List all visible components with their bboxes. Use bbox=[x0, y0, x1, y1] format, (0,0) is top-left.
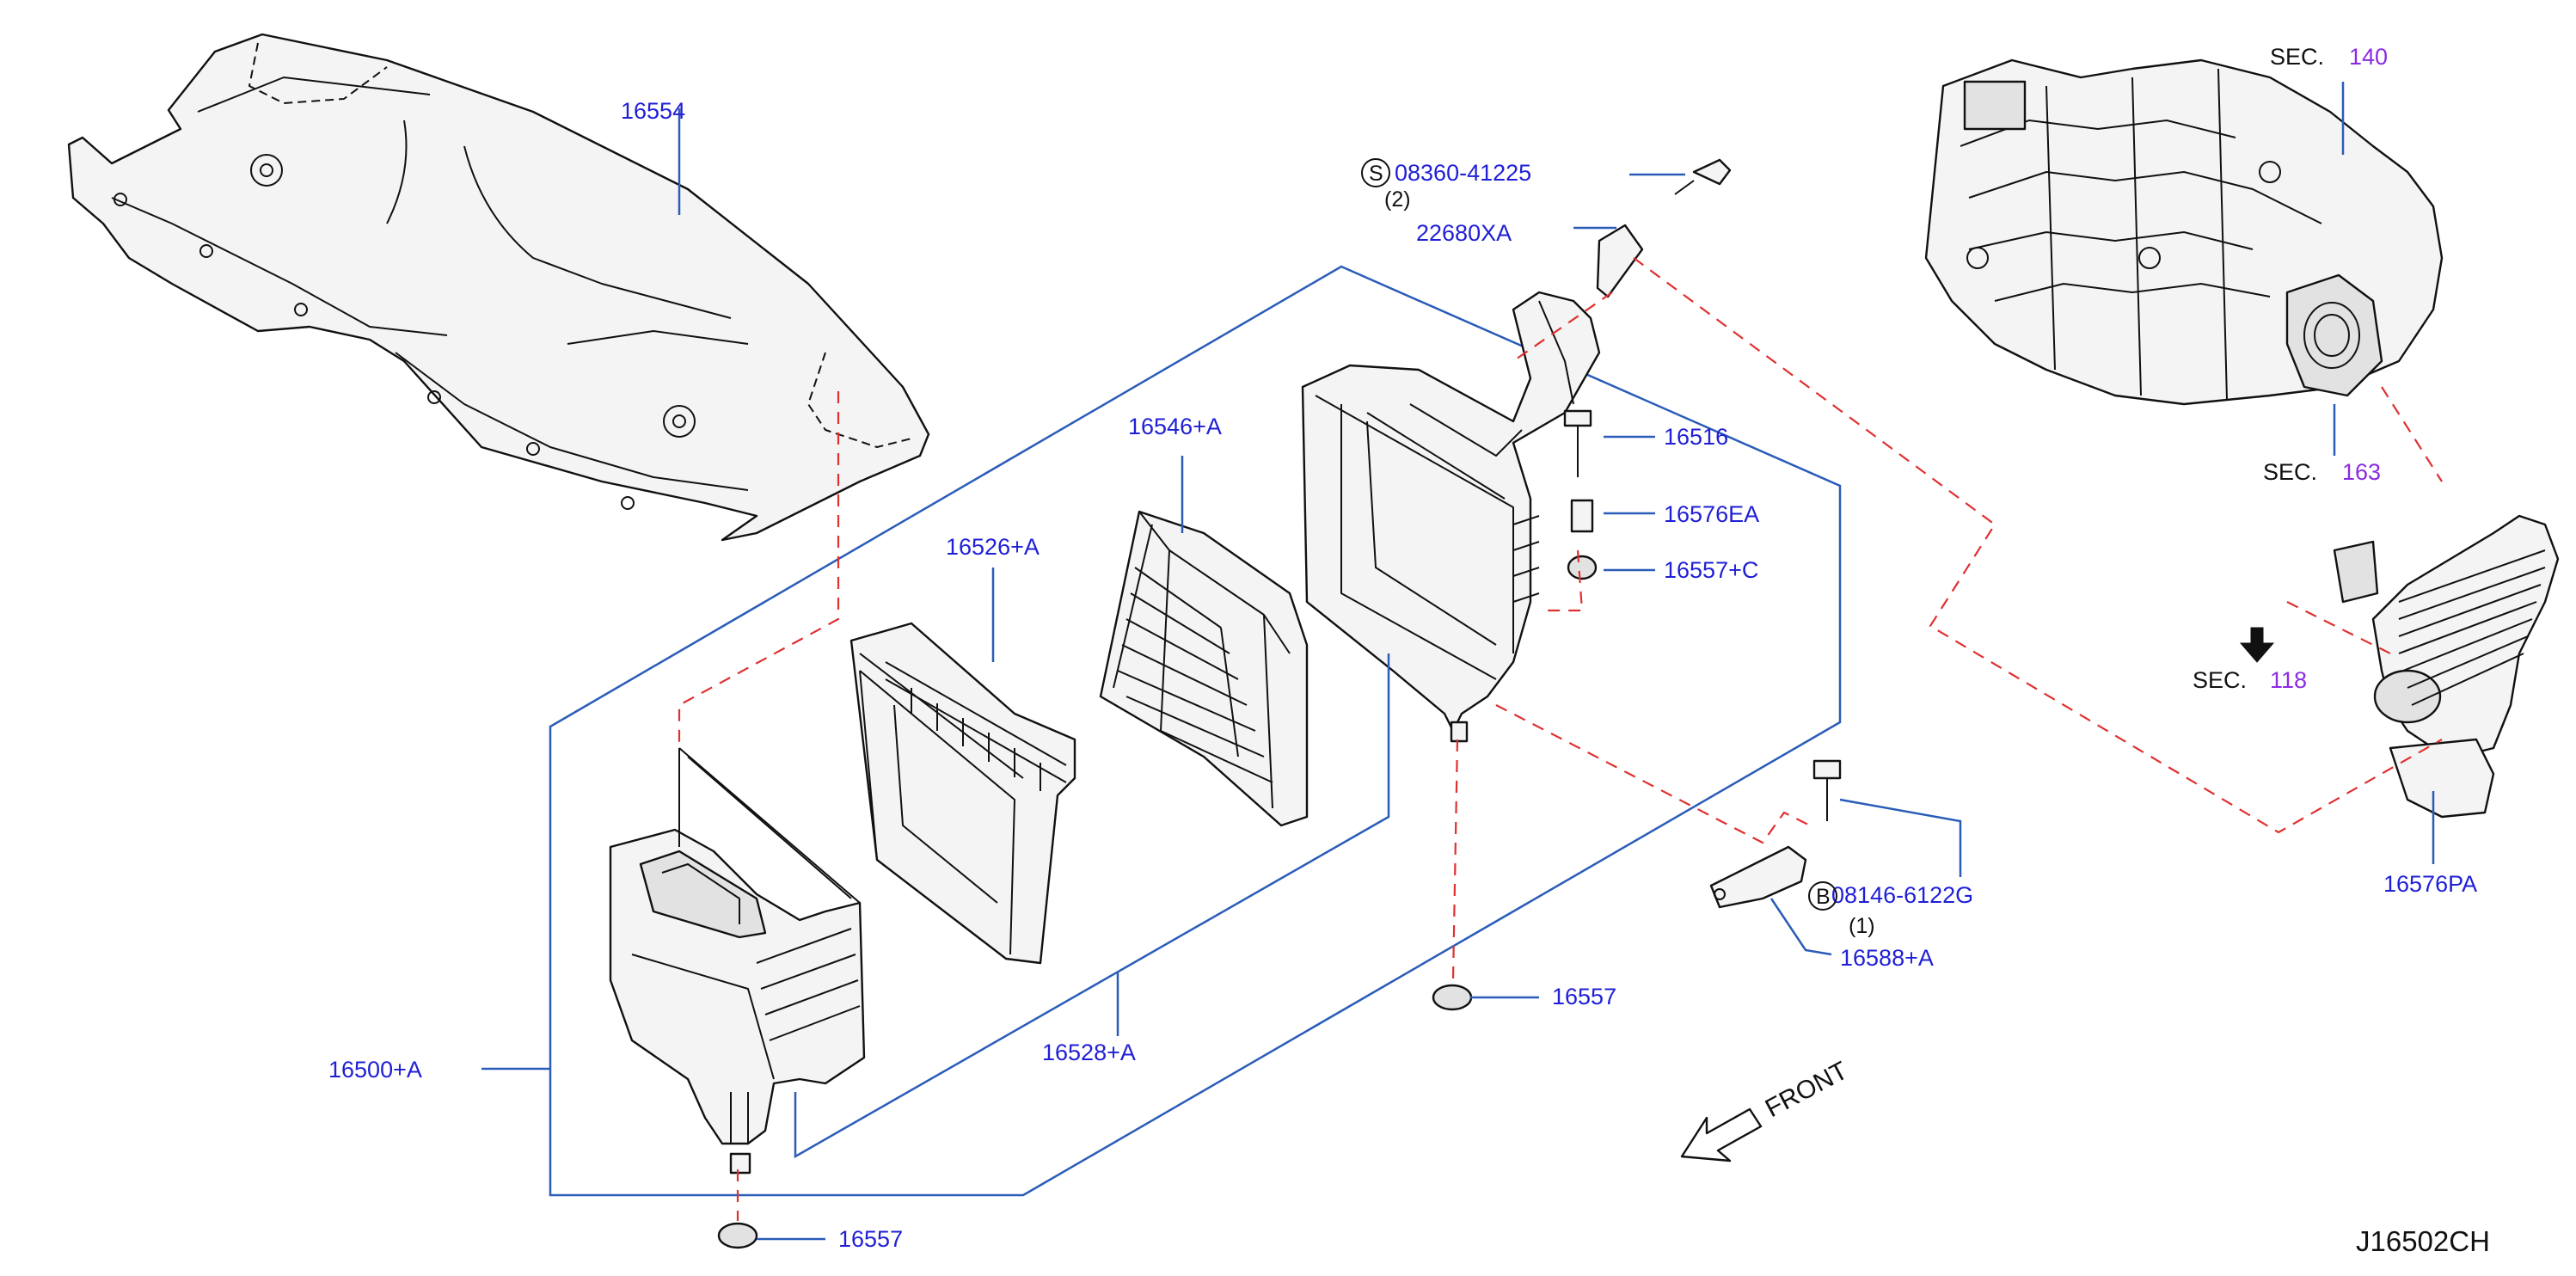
front-label: FRONT bbox=[1761, 1057, 1853, 1124]
label-16557-bottom[interactable]: 16557 bbox=[838, 1226, 903, 1252]
s-symbol-circle bbox=[1361, 158, 1390, 187]
label-16576ea[interactable]: 16576EA bbox=[1664, 501, 1759, 527]
leader-lines bbox=[481, 82, 2435, 1241]
air-cleaner-lower-case-drawing bbox=[609, 747, 866, 1175]
label-08146-6122g[interactable]: 08146-6122G bbox=[1831, 882, 1973, 908]
label-16557c[interactable]: 16557+C bbox=[1664, 557, 1758, 583]
sec-118-number[interactable]: 118 bbox=[2270, 667, 2307, 693]
sec-140-prefix: SEC. bbox=[2270, 44, 2324, 70]
sec-140-number[interactable]: 140 bbox=[2349, 44, 2388, 70]
air-cleaner-upper-body-drawing bbox=[1301, 291, 1601, 743]
b-symbol-letter: B bbox=[1816, 885, 1831, 909]
label-16557-mid[interactable]: 16557 bbox=[1552, 984, 1616, 1009]
label-16526a[interactable]: 16526+A bbox=[946, 534, 1040, 560]
hardware-drawings bbox=[717, 158, 1842, 1249]
front-arrow-icon bbox=[1680, 1107, 1763, 1163]
filter-element-drawing bbox=[1099, 510, 1309, 827]
b-symbol-circle bbox=[1808, 881, 1837, 911]
sec-163-number[interactable]: 163 bbox=[2342, 459, 2381, 485]
sec-118-prefix: SEC. bbox=[2193, 667, 2247, 693]
label-16576pa[interactable]: 16576PA bbox=[2383, 871, 2477, 897]
sec-163-prefix: SEC. bbox=[2263, 459, 2317, 485]
label-16500a[interactable]: 16500+A bbox=[328, 1057, 422, 1083]
label-16554[interactable]: 16554 bbox=[621, 98, 685, 124]
qty-08146: (1) bbox=[1849, 914, 1875, 938]
air-duct-cover-drawing bbox=[67, 33, 930, 542]
dashed-guide-lines bbox=[678, 257, 2443, 1221]
label-16516[interactable]: 16516 bbox=[1664, 424, 1728, 450]
label-16546a[interactable]: 16546+A bbox=[1128, 414, 1222, 439]
label-16588a[interactable]: 16588+A bbox=[1840, 945, 1934, 971]
element-holder-drawing bbox=[849, 622, 1076, 965]
label-22680xa[interactable]: 22680XA bbox=[1416, 220, 1512, 246]
down-arrow-icon bbox=[2239, 627, 2275, 663]
air-duct-drawing bbox=[2333, 514, 2560, 819]
intake-manifold-drawing bbox=[1924, 58, 2444, 406]
diagram-code: J16502CH bbox=[2356, 1225, 2490, 1257]
s-symbol-letter: S bbox=[1369, 162, 1383, 186]
front-arrow: FRONT bbox=[1680, 1057, 1853, 1163]
assembly-outline bbox=[549, 265, 1842, 1197]
label-16528a[interactable]: 16528+A bbox=[1042, 1040, 1136, 1065]
qty-08360: (2) bbox=[1384, 187, 1411, 212]
label-08360-41225[interactable]: 08360-41225 bbox=[1395, 160, 1531, 186]
